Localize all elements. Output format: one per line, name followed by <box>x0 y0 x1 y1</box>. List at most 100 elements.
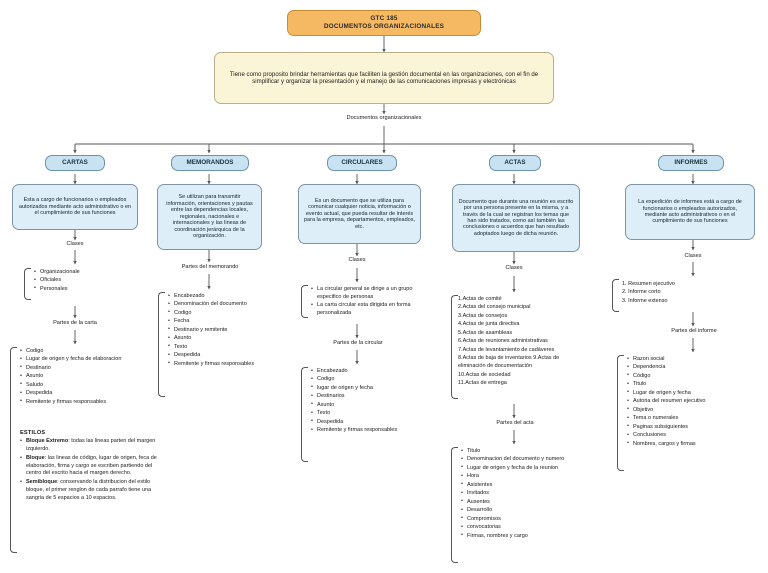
list-item: Organizacionale <box>34 269 144 277</box>
list-item: Encabezado <box>168 293 268 301</box>
definition-informes[interactable]: La expedición de informes está a cargo d… <box>625 184 755 240</box>
list-item: Encabezado <box>311 368 441 376</box>
list-item: Paginas subsiguientes <box>627 423 755 432</box>
definition-actas[interactable]: Documento que durante una reunión es esc… <box>452 184 580 252</box>
list-item: 11.Actas de entrega <box>458 380 507 387</box>
partes-label-actas: Partes del acta <box>496 420 534 426</box>
partes-list-actas: Titulo Denominacion del documento y nume… <box>461 448 585 541</box>
list-item: • Semibloque: conservando la distribucio… <box>20 478 152 501</box>
list-item: Hora <box>461 473 585 481</box>
title-node[interactable]: GTC 185 DOCUMENTOS ORGANIZACIONALES <box>287 10 481 36</box>
list-item: 1.Actas de comité <box>458 296 502 302</box>
list-item: 6.Actas de reuniones administrativas <box>458 338 548 345</box>
list-item: Destinarios <box>311 393 441 401</box>
estilos-block-cartas: ESTILOS • Bloque Extremo: todas las line… <box>20 429 160 503</box>
list-item: Destinario <box>20 364 152 373</box>
list-item: Firmas, nombres y cargo <box>461 532 585 541</box>
list-item: Lugar de origen y fecha de la reunion <box>461 464 585 473</box>
category-cartas[interactable]: CARTAS <box>45 155 105 171</box>
bracket-clases-circulares <box>301 285 308 318</box>
list-item: Conclusiones <box>627 432 755 440</box>
definition-cartas[interactable]: Esta a cargo de funcionarios o empleados… <box>12 184 138 230</box>
list-item: Tema o numerales <box>627 415 755 423</box>
title-code: GTC 185 <box>370 15 398 23</box>
list-item: 3.Actas de consejos <box>458 312 508 319</box>
bracket-partes-actas <box>451 447 458 563</box>
list-item: Destinario y remitente <box>168 326 268 335</box>
list-item: Asistentes <box>461 481 585 490</box>
list-item: 2. Informe corto <box>622 289 661 296</box>
clases-label-actas: Clases <box>505 265 523 271</box>
list-item: Personales <box>34 285 144 294</box>
category-circulares[interactable]: CIRCULARES <box>327 155 397 171</box>
list-item: • Bloque: las lineas de código, lugar de… <box>20 454 157 477</box>
estilo-text: : todas las lineas parten del margen izq… <box>26 438 156 453</box>
bracket-clases-cartas <box>24 268 31 300</box>
list-item: Despedida <box>311 418 441 427</box>
list-item: Oficiales <box>34 277 144 285</box>
category-informes[interactable]: INFORMES <box>658 155 724 171</box>
list-item: Asunto <box>311 401 441 410</box>
list-item: 3. Informe extenso <box>622 297 668 304</box>
bracket-partes-cartas <box>10 347 17 553</box>
list-item: Fecha <box>168 318 268 326</box>
bracket-partes-memorandos <box>158 292 165 397</box>
partes-label-circulares: Partes de la circular <box>333 340 383 346</box>
list-item: Saludo <box>20 381 152 390</box>
partes-label-informes: Partes del informe <box>671 328 717 334</box>
definition-memorandos[interactable]: Se utilizan para transmitir información,… <box>157 184 262 250</box>
clases-label-informes: Clases <box>684 253 702 259</box>
clases-list-informes: 1. Resumen ejecutivo 2. Informe corto 3.… <box>622 281 742 306</box>
list-item: La carta circular esta dirigida en forma… <box>311 302 433 318</box>
list-item: 2.Actas del consejo municipal <box>458 304 531 311</box>
list-item: Objetivo <box>627 406 755 415</box>
partes-list-cartas: Codigo Lugar de origen y fecha de elabor… <box>20 348 152 407</box>
estilo-term: Bloque Extremo <box>26 438 69 445</box>
estilo-text: : conservando la distribucion del estilo… <box>26 478 152 501</box>
clases-label-cartas: Clases <box>66 241 84 247</box>
list-item: Titulo <box>461 448 585 456</box>
list-item: Codigo <box>311 376 441 384</box>
list-item: Codigo <box>168 309 268 318</box>
list-item: Nombres, cargos y firmas <box>627 440 755 449</box>
purpose-node[interactable]: Tiene como proposito brindar herramienta… <box>214 52 554 104</box>
list-item: 5.Actas de asambleas <box>458 329 513 336</box>
clases-list-actas: 1.Actas de comité 2.Actas del consejo mu… <box>458 296 586 389</box>
bracket-clases-actas <box>451 295 458 399</box>
list-item: 8.Actas de baja de inventarios 9.Actas d… <box>458 355 560 370</box>
list-item: Lugar de origen y fecha de elaboracion <box>20 356 152 364</box>
list-item: Invitados <box>461 490 585 498</box>
list-item: Autoria del resumen ejecutivo <box>627 398 755 406</box>
clases-list-cartas: Organizacionale Oficiales Personales <box>34 269 144 294</box>
clases-list-circulares: La circular general se dirige a un grupo… <box>311 286 433 319</box>
list-item: 7.Actas de levantamiento de cadáveres <box>458 346 555 353</box>
list-item: Remitente y firmas responsables <box>168 360 268 369</box>
list-item: Denominación del documento <box>168 301 268 309</box>
list-item: 10.Actas de sociedad <box>458 371 511 378</box>
list-item: Razon social <box>627 356 755 364</box>
estilos-heading: ESTILOS <box>20 430 46 436</box>
list-item: lugar de origen y fecha <box>311 384 441 393</box>
bracket-clases-informes <box>612 279 619 312</box>
title-name: DOCUMENTOS ORGANIZACIONALES <box>323 23 445 30</box>
partes-label-memorandos: Partes del memorando <box>181 264 239 270</box>
list-item: Denominacion del documento y numero <box>461 456 585 464</box>
estilo-text: : las lineas de código, lugar de origen,… <box>26 454 157 477</box>
list-item: Desarrollo <box>461 507 585 515</box>
category-actas[interactable]: ACTAS <box>489 155 541 171</box>
root-label: Documentos organizacionales <box>346 115 422 121</box>
list-item: • Bloque Extremo: todas las lineas parte… <box>20 438 156 453</box>
list-item: Dependencia <box>627 364 755 372</box>
definition-circulares[interactable]: Es un documento que se utiliza para comu… <box>298 184 421 244</box>
category-memorandos[interactable]: MEMORANDOS <box>171 155 249 171</box>
list-item: Texto <box>168 343 268 352</box>
list-item: 1. Resumen ejecutivo <box>622 281 675 287</box>
partes-list-circulares: Encabezado Codigo lugar de origen y fech… <box>311 368 441 436</box>
bracket-partes-informes <box>617 355 624 471</box>
list-item: Asunto <box>20 373 152 381</box>
list-item: 4.Actas de junta directiva <box>458 321 520 328</box>
partes-label-cartas: Partes de la carta <box>53 320 97 326</box>
list-item: Titulo <box>627 381 755 389</box>
list-item: Asunto <box>168 335 268 343</box>
